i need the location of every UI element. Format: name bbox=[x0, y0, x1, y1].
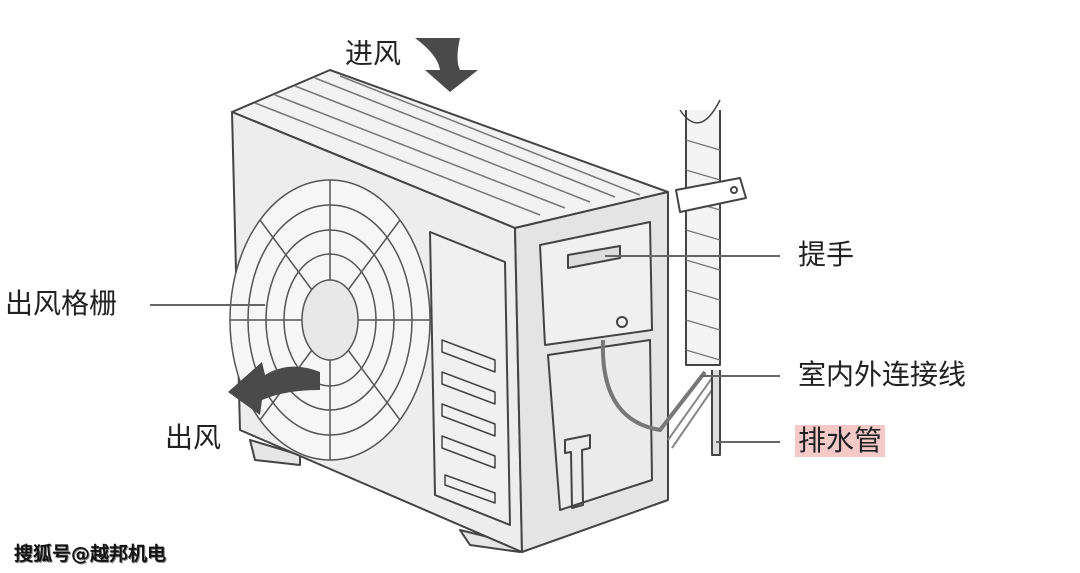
label-outlet-grille: 出风格栅 bbox=[5, 287, 118, 320]
wall-pipe bbox=[685, 110, 721, 366]
label-air-in: 进风 bbox=[345, 37, 402, 70]
connection-wire-drawing bbox=[600, 339, 707, 432]
air-out-arrow-icon bbox=[228, 362, 320, 415]
handle bbox=[567, 245, 621, 269]
label-handle: 提手 bbox=[798, 238, 855, 271]
label-air-out: 出风 bbox=[165, 421, 222, 454]
drain-pipe-drawing bbox=[711, 370, 721, 456]
label-drain-pipe: 排水管 bbox=[795, 425, 886, 457]
watermark: 搜狐号@越邦机电 bbox=[14, 543, 167, 565]
pipe-clamp bbox=[675, 177, 747, 213]
foot-left bbox=[249, 439, 301, 466]
outlet-grille bbox=[229, 179, 431, 461]
label-connection-wire: 室内外连接线 bbox=[798, 358, 967, 391]
air-in-arrow-icon bbox=[415, 38, 478, 92]
